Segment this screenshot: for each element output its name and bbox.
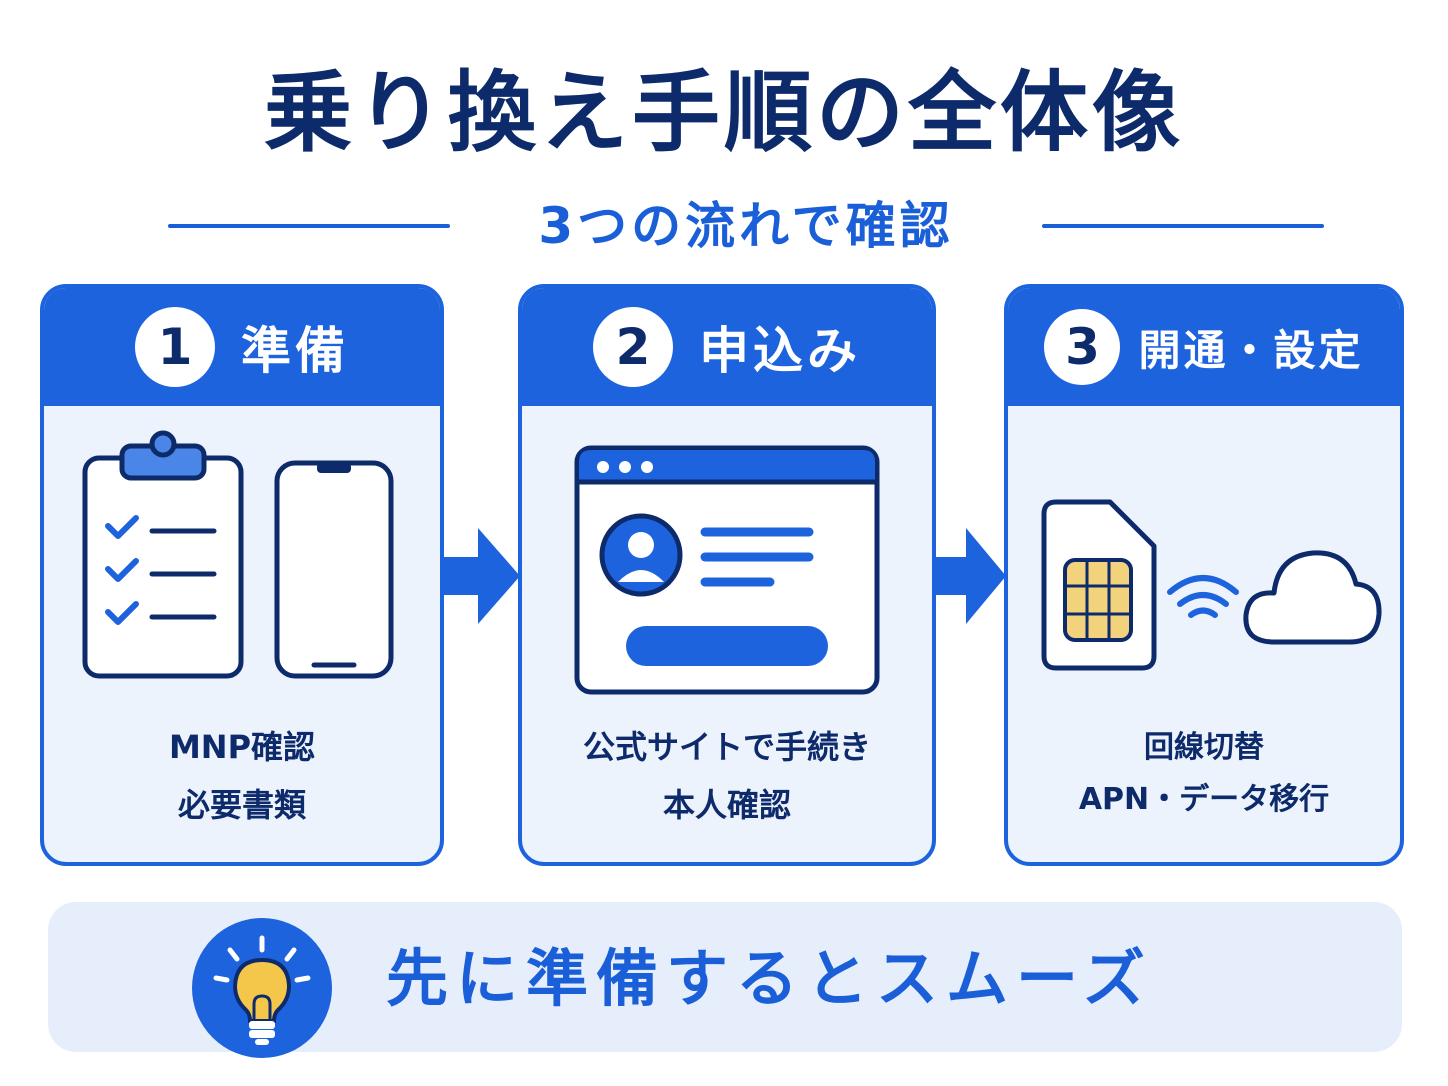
step-illustration xyxy=(1041,499,1382,671)
wifi-icon xyxy=(1167,575,1239,618)
tip-icon-badge xyxy=(192,918,332,1058)
arrow-right-icon xyxy=(934,528,1006,624)
step-description: 公式サイトで手続き 本人確認 xyxy=(522,718,932,834)
step-line: 公式サイトで手続き xyxy=(582,728,871,766)
subtitle-divider-right xyxy=(1041,224,1324,228)
step-label: 開通・設定 xyxy=(1138,325,1364,375)
step-illustration xyxy=(574,445,880,695)
step-description: 回線切替 APN・データ移行 xyxy=(1008,722,1400,826)
clipboard-checklist-icon xyxy=(82,430,244,679)
subtitle-divider-left xyxy=(168,224,450,228)
smartphone-icon xyxy=(274,460,394,679)
step-line: MNP確認 xyxy=(168,728,316,766)
step-label: 申込み xyxy=(699,322,861,380)
tip-text: 先に準備するとスムーズ xyxy=(386,942,1153,1015)
step-number: 1 xyxy=(135,307,215,387)
subtitle: 3つの流れで確認 xyxy=(538,197,954,255)
step-header: 3 開通・設定 xyxy=(1008,288,1400,406)
step-line: 必要書類 xyxy=(177,786,306,824)
step-header: 2 申込み xyxy=(522,288,932,406)
step-card-activate: 3 開通・設定 回線切替 APN・データ移行 xyxy=(1004,284,1404,866)
step-card-apply: 2 申込み 公式サイトで手続き 本人確認 xyxy=(518,284,936,866)
step-line: APN・データ移行 xyxy=(1078,782,1330,817)
step-header: 1 準備 xyxy=(44,288,440,406)
step-description: MNP確認 必要書類 xyxy=(44,718,440,834)
step-line: 本人確認 xyxy=(662,786,791,824)
step-number: 2 xyxy=(593,307,673,387)
step-card-prepare: 1 準備 MNP確認 必要書類 xyxy=(40,284,444,866)
page-title: 乗り換え手順の全体像 xyxy=(263,61,1184,164)
subtitle-row: 3つの流れで確認 xyxy=(168,196,1324,256)
step-illustration xyxy=(82,430,394,679)
lightbulb-icon xyxy=(213,935,311,1045)
arrow-right-icon xyxy=(442,528,520,624)
step-line: 回線切替 xyxy=(1144,730,1264,765)
sim-card-icon xyxy=(1041,499,1157,671)
step-label: 準備 xyxy=(241,322,349,380)
browser-profile-icon xyxy=(574,445,880,695)
cloud-icon xyxy=(1243,550,1382,645)
step-number: 3 xyxy=(1044,309,1121,385)
